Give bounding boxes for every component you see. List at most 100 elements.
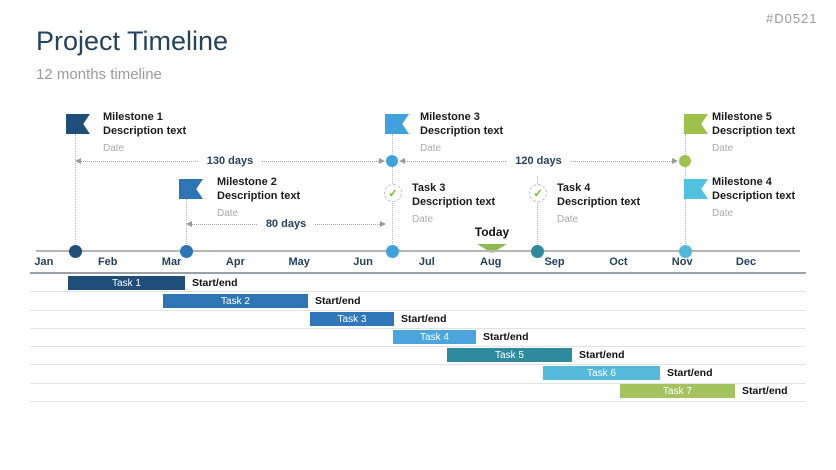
milestone-1-label: Milestone 1 Description text Date [103,110,186,156]
task-1-range-label: Start/end [192,277,238,289]
check-glyph: ✓ [388,187,398,200]
month-label: Nov [671,256,693,268]
timeline-node-3[interactable] [386,245,399,258]
dotted-line [405,160,507,162]
timeline-node-5[interactable] [679,245,692,258]
connector-line-milestone-1 [75,134,76,252]
gantt-grid [30,272,806,403]
dotted-line [192,223,257,225]
gantt-bar-task-4[interactable]: Task 4 [393,330,476,344]
milestone-3-flag-icon[interactable] [385,114,409,134]
month-label: Oct [609,256,628,268]
milestone-4-flag-icon[interactable] [684,179,708,199]
milestone-date: Date [103,143,125,154]
checkpoint-description: Description text [412,196,496,208]
milestone-title: Milestone 5 [712,111,772,123]
milestone-3-label: Milestone 3 Description text Date [420,110,503,156]
dotted-line [81,160,198,162]
duration-label: 130 days [206,155,254,167]
today-label: Today [474,225,510,239]
milestone-5-dot[interactable] [679,155,691,167]
checkpoint-title: Task 4 [557,182,591,194]
gantt-row [30,311,806,329]
milestone-5-flag-icon[interactable] [684,114,708,134]
task-bar-label: Task 7 [663,385,692,397]
task-bar-label: Task 4 [420,331,449,343]
duration-arrow-130-days: 130 days [75,155,386,167]
month-label: Mar [161,256,182,268]
task-6-range-label: Start/end [667,367,713,379]
gantt-bar-task-7[interactable]: Task 7 [620,384,735,398]
gantt-bar-task-3[interactable]: Task 3 [310,312,394,326]
milestone-2-flag-icon[interactable] [179,179,203,199]
task-4-check-icon[interactable]: ✓ [529,184,547,202]
month-label: Jan [34,256,54,268]
arrowhead-right-icon [380,221,386,227]
task-4-range-label: Start/end [483,331,529,343]
gantt-row [30,347,806,366]
task-4-label: Task 4 Description text Date [557,181,640,227]
duration-arrow-120-days: 120 days [399,155,679,167]
task-bar-label: Task 6 [587,367,616,379]
page-title: Project Timeline [36,26,229,56]
gantt-bar-task-5[interactable]: Task 5 [447,348,572,362]
milestone-date: Date [712,143,734,154]
arrowhead-left-icon [186,221,192,227]
checkpoint-description: Description text [557,196,641,208]
task-bar-label: Task 3 [337,313,367,325]
checkpoint-date: Date [412,214,434,225]
task-3-range-label: Start/end [401,313,447,325]
milestone-3-dot[interactable] [386,155,398,167]
task-3-check-icon[interactable]: ✓ [384,184,402,202]
gantt-row [30,384,806,403]
milestone-description: Description text [217,190,301,202]
timeline-axis [36,250,800,252]
check-glyph: ✓ [533,187,543,200]
gantt-bar-task-2[interactable]: Task 2 [163,294,308,308]
duration-arrow-80-days: 80 days [186,218,386,230]
month-label: May [288,256,310,268]
gantt-row [30,292,806,311]
gantt-row [30,365,806,384]
arrowhead-left-icon [75,158,81,164]
month-label: Feb [97,256,118,268]
milestone-date: Date [217,208,239,219]
timeline-node-2[interactable] [180,245,193,258]
milestone-title: Milestone 4 [712,176,772,188]
arrowhead-right-icon [672,158,679,164]
gantt-bar-task-6[interactable]: Task 6 [543,366,660,380]
milestone-title: Milestone 3 [420,111,480,123]
timeline-node-1[interactable] [69,245,82,258]
gantt-bar-task-1[interactable]: Task 1 [68,276,185,290]
duration-label: 120 days [515,155,562,167]
dotted-line [570,160,673,162]
month-label: Aug [480,256,502,268]
milestone-4-label: Milestone 4 Description text Date [712,175,795,221]
milestone-1-flag-icon[interactable] [66,114,90,134]
today-marker-icon[interactable] [477,244,507,253]
month-label: Jul [418,256,435,268]
gantt-row [30,329,806,348]
task-bar-label: Task 5 [495,349,524,361]
timeline-node-4[interactable] [531,245,544,258]
checkpoint-date: Date [557,214,579,225]
milestone-title: Milestone 2 [217,176,277,188]
checkpoint-title: Task 3 [412,182,446,194]
task-7-range-label: Start/end [742,385,788,397]
milestone-date: Date [420,143,442,154]
milestone-description: Description text [103,125,187,137]
milestone-title: Milestone 1 [103,111,163,123]
month-label: Apr [225,256,245,268]
gantt-row [30,274,806,293]
month-axis-labels: Jan Feb Mar Apr May Jun Jul Aug Sep Oct … [12,256,778,268]
dotted-line [315,223,380,225]
task-bar-label: Task 2 [221,295,250,307]
task-2-range-label: Start/end [315,295,361,307]
task-bar-label: Task 1 [112,277,141,289]
milestone-2-label: Milestone 2 Description text Date [217,175,300,221]
month-label: Dec [735,256,757,268]
arrowhead-left-icon [399,158,405,164]
task-5-range-label: Start/end [579,349,625,361]
dotted-line [262,160,380,162]
